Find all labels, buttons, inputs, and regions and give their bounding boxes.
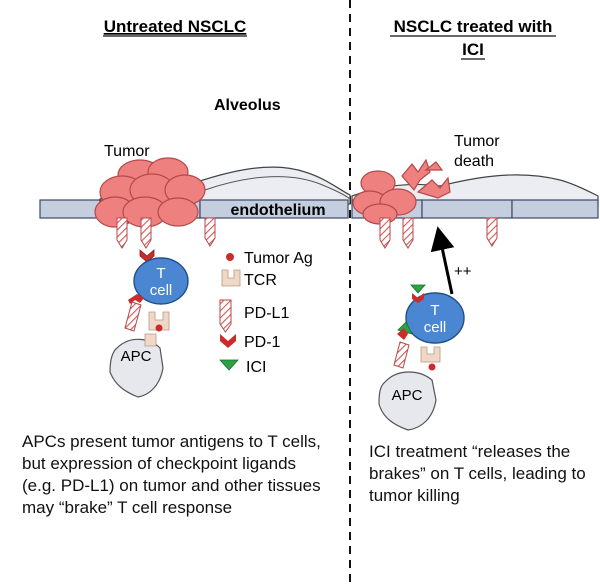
t-cell-left-label-line2: cell: [150, 282, 173, 299]
tumor-label: Tumor: [104, 143, 150, 160]
legend-pd-l1-label: PD-L1: [244, 305, 289, 322]
legend-tcr-label: TCR: [244, 272, 277, 289]
tumor-ag-right: [428, 363, 436, 371]
endothelium-label: endothelium: [230, 202, 325, 219]
legend-pd-1-label: PD-1: [244, 334, 281, 351]
tumor-death-label-line2: death: [454, 153, 494, 170]
tumor-death-label-line1: Tumor: [454, 133, 500, 150]
tcr-left: [148, 311, 170, 331]
legend-ici-label: ICI: [246, 359, 266, 376]
tumor-ag-left: [155, 324, 163, 332]
legend-pd-l1-icon: [219, 299, 232, 333]
killing-arrow: [430, 226, 455, 295]
epithelium-inner-left: [204, 176, 351, 200]
apc-left-tcr-stalk: [144, 333, 157, 347]
t-cell-left-label-line1: T: [156, 265, 165, 282]
apc-right-label: APC: [392, 387, 423, 404]
tcr-right: [420, 346, 441, 363]
right-panel-heading-line2: ICI: [462, 40, 484, 59]
left-panel-heading: Untreated NSCLC: [104, 17, 247, 36]
ici-on-t-cell-right: [410, 284, 426, 294]
apc-left-pd-1: [128, 294, 144, 304]
tumor-cluster-left: [94, 157, 206, 228]
left-panel-caption: APCs present tumor antigens to T cells, …: [22, 432, 321, 517]
pd-1-on-t-cell-right: [412, 293, 424, 303]
right-panel-caption: ICI treatment “releases the brakes” on T…: [369, 442, 586, 505]
pd-l1-markers-left: [116, 217, 216, 249]
legend-pd-1-icon: [220, 334, 236, 348]
legend-ici-icon: [219, 359, 239, 371]
pd-l1-markers-right: [379, 217, 498, 249]
apc-left-pd-l1: [124, 301, 142, 332]
legend-tcr-icon: [221, 269, 241, 287]
alveolus-label: Alveolus: [214, 97, 281, 114]
t-cell-right-label-line1: T: [430, 302, 439, 319]
apc-left-label: APC: [121, 348, 152, 365]
apc-right: [378, 371, 437, 431]
t-cell-right: [405, 292, 465, 344]
t-cell-left: [133, 257, 189, 305]
legend-tumor-ag-icon: [226, 253, 234, 261]
legend: Tumor Ag TCR PD-L1 PD-1 ICI: [219, 250, 313, 376]
legend-tumor-ag-label: Tumor Ag: [244, 250, 313, 267]
right-panel-heading-line1: NSCLC treated with: [394, 17, 553, 36]
apc-right-pd-l1: [393, 341, 410, 369]
pd-1-on-apc-right: [397, 328, 408, 340]
t-cell-right-label-line2: cell: [424, 319, 447, 336]
plus-plus-label: ++: [454, 263, 472, 280]
